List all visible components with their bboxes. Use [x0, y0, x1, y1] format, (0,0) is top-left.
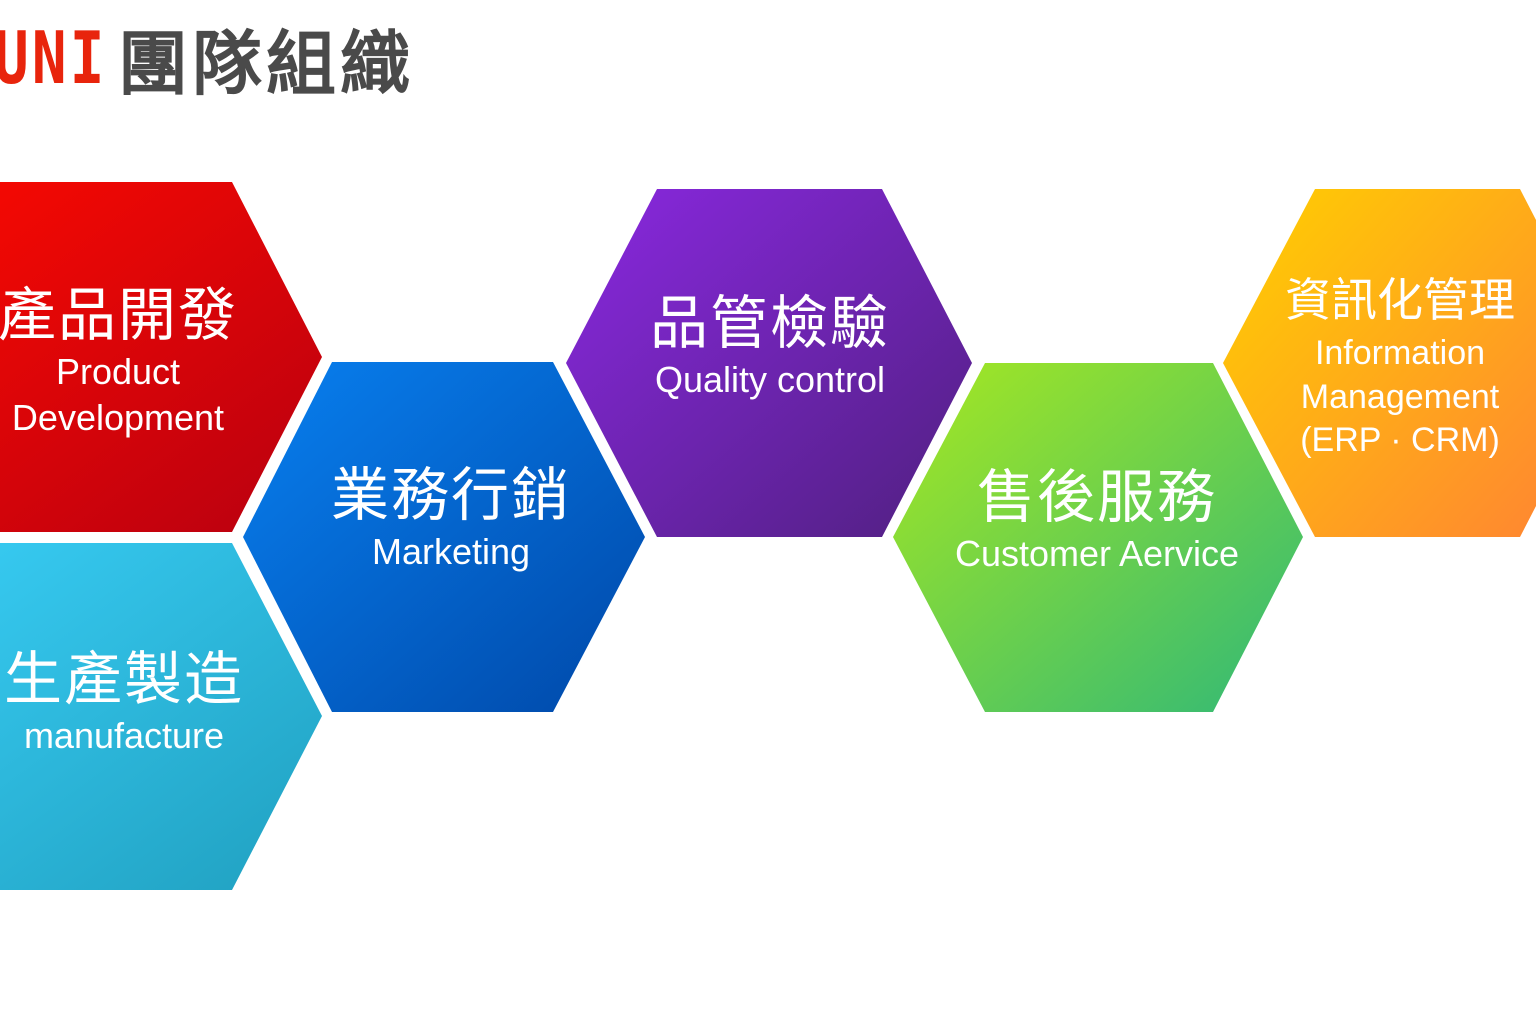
- label-zh: 業務行銷: [330, 461, 572, 529]
- hexagon-customer-service: [893, 363, 1303, 712]
- label-en: Customer Aervice: [954, 532, 1240, 574]
- logo-brand: UNI: [0, 16, 108, 100]
- label-zh: 生產製造: [3, 645, 245, 713]
- label-zh: 售後服務: [976, 463, 1218, 531]
- label-marketing: 業務行銷 Marketing: [331, 462, 571, 575]
- label-zh: 品管檢驗: [649, 289, 891, 357]
- label-information-management: 資訊化管理 Information Management (ERP · CRM): [1285, 268, 1515, 463]
- hexagon-product-development: [0, 182, 322, 532]
- label-zh: 產品開發: [0, 281, 239, 349]
- label-en: Management: [1300, 377, 1500, 416]
- label-en: (ERP · CRM): [1300, 421, 1500, 460]
- label-en: Marketing: [371, 530, 531, 572]
- label-en: manufacture: [23, 714, 225, 756]
- label-quality-control: 品管檢驗 Quality control: [650, 290, 890, 403]
- hexagon-marketing: [243, 362, 645, 712]
- label-manufacture: 生產製造 manufacture: [4, 646, 244, 759]
- logo-title: 團隊組織: [118, 22, 415, 105]
- label-product-development: 產品開發 Product Development: [0, 282, 238, 441]
- hexagon-information-management: [1223, 189, 1536, 537]
- logo: UNI 團隊組織: [0, 16, 414, 105]
- label-zh: 資訊化管理: [1285, 273, 1515, 327]
- label-en: Product: [55, 350, 181, 392]
- label-en: Information: [1314, 334, 1486, 373]
- label-en: Development: [11, 396, 225, 438]
- label-customer-service: 售後服務 Customer Aervice: [955, 464, 1239, 577]
- hexagon-manufacture: [0, 543, 322, 890]
- hexagon-quality-control: [566, 189, 972, 537]
- label-en: Quality control: [654, 358, 886, 400]
